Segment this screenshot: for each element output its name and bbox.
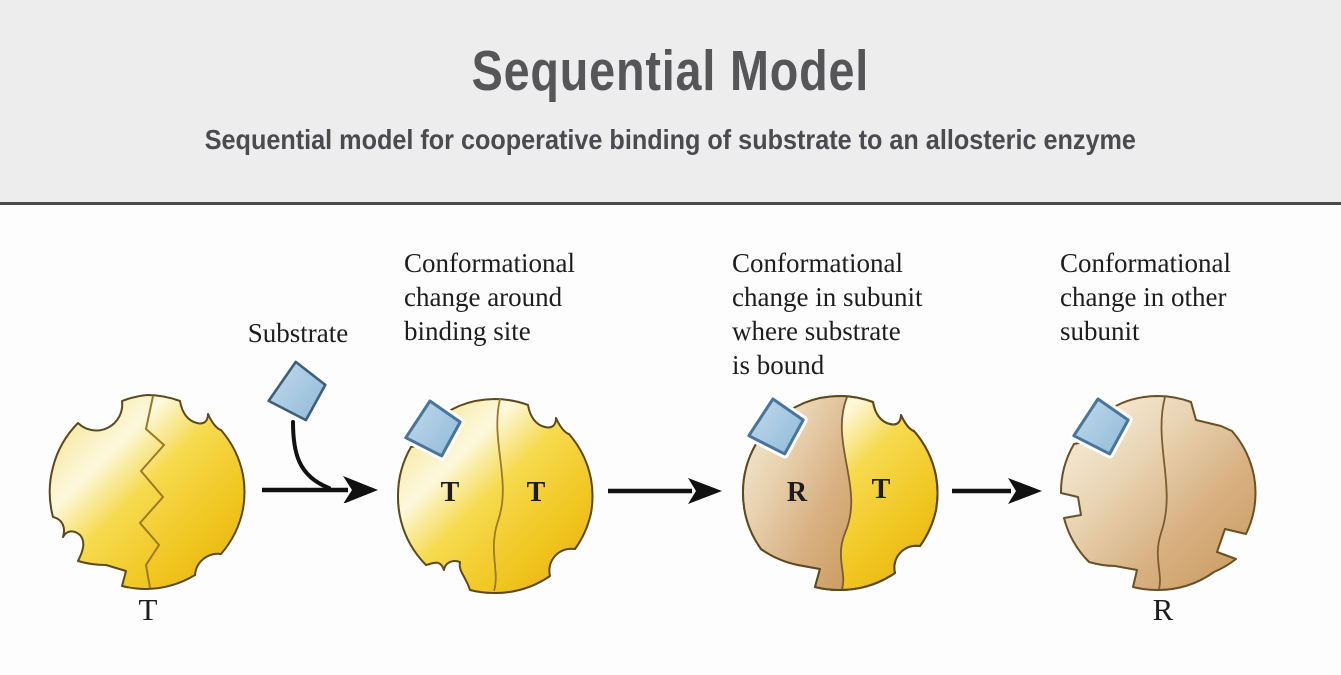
arrow3-head-icon (1008, 478, 1042, 504)
enzyme-3-rt: R T (741, 394, 939, 592)
enzyme-1-tt (48, 394, 246, 591)
enzyme-2-left-letter: T (441, 477, 460, 508)
enzyme-1-jagged-divider (138, 395, 166, 589)
binding-curve (291, 420, 331, 490)
enzyme-1-body (48, 394, 246, 591)
arrow3 (952, 478, 1042, 504)
enzyme-3-right-letter: T (872, 474, 891, 505)
enzyme-4-state-label: R (1152, 592, 1174, 627)
arrow2-head-icon (688, 478, 722, 504)
figure-header: Sequential Model Sequential model for co… (0, 0, 1341, 205)
enzyme-2-divider (492, 398, 504, 592)
arrow2 (608, 478, 722, 504)
arrow1-head-icon (343, 476, 378, 503)
enzyme-1-state-label: T (138, 592, 158, 627)
page-subtitle: Sequential model for cooperative binding… (204, 124, 1137, 155)
substrate-label: Substrate (247, 318, 349, 348)
enzyme-3-divider (840, 396, 853, 590)
caption-step4: Conformational change in other subunit (1060, 248, 1231, 346)
enzyme-3-left-letter: R (787, 477, 808, 508)
enzyme-2-right-letter: T (527, 477, 546, 508)
caption-step3: Conformational change in subunit where s… (732, 248, 923, 380)
caption-step2: Conformational change around binding sit… (404, 248, 575, 346)
bound-substrate-icon (401, 396, 465, 461)
enzyme-2-tt-bound: T T (396, 396, 594, 595)
binding-curve-and-arrow1 (262, 420, 378, 503)
page-title: Sequential Model (471, 39, 870, 103)
enzyme-3-body-outline (741, 395, 939, 592)
bound-substrate-icon (744, 394, 808, 459)
bound-substrate-icon (1069, 394, 1133, 459)
substrate-diamond-icon (267, 360, 327, 422)
enzyme-4-r (1059, 394, 1257, 592)
enzyme-4-divider (1156, 396, 1168, 590)
